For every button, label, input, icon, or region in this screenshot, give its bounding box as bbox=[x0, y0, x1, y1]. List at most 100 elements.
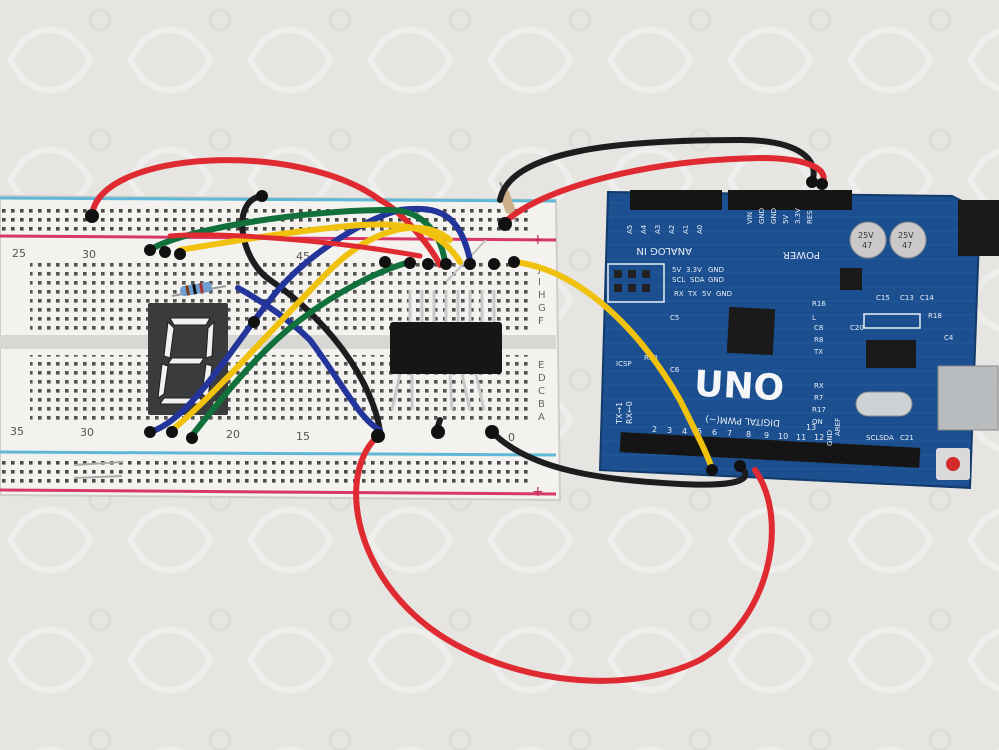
pin-label-d2: 2 bbox=[652, 425, 657, 434]
dc-power-jack bbox=[958, 200, 999, 256]
pin-label-a4: A4 bbox=[640, 224, 648, 234]
wire-blue-short bbox=[235, 285, 383, 433]
icsp2-header-outline bbox=[863, 313, 921, 329]
row-letter-a: A bbox=[538, 412, 545, 423]
pin-label-a0: A0 bbox=[696, 225, 704, 234]
power-section-label: POWER bbox=[783, 249, 820, 260]
bottom-power-rail-holes bbox=[0, 458, 530, 486]
breadboard: 25 30 45 35 30 20 15 0 J I H G F E D C B… bbox=[0, 194, 562, 502]
wire-red-top-right bbox=[502, 154, 827, 225]
pin-label-3v3: 3.3V bbox=[794, 208, 802, 224]
cap-text-2: 25V bbox=[898, 231, 914, 240]
cap-text-0: 25V bbox=[858, 231, 874, 240]
label-c6: C6 bbox=[670, 366, 680, 374]
pin-label-a1: A1 bbox=[682, 225, 690, 234]
segment-b bbox=[205, 320, 215, 359]
top-plus-sign: + bbox=[532, 232, 544, 248]
label-gnd-digital: GND bbox=[826, 430, 834, 446]
label-aref: AREF bbox=[834, 418, 842, 436]
bb-row-letters-lower: E D C B A bbox=[538, 360, 546, 423]
pin-label-d4: 4 bbox=[682, 427, 687, 436]
wire-black-center bbox=[239, 193, 383, 439]
pin-label-d10: 10 bbox=[778, 432, 788, 441]
icsp-label-gnd-1: GND bbox=[708, 276, 724, 284]
label-r8: R8 bbox=[814, 336, 823, 344]
row-letter-h: H bbox=[538, 290, 546, 301]
usb-interface-chip bbox=[866, 340, 916, 368]
cap-text-3: 47 bbox=[902, 241, 912, 250]
analog-pin-labels: A5 A4 A3 A2 A1 A0 bbox=[626, 224, 704, 234]
board-component-labels: RX TX 5V GND ICSP C5 R13 C6 R16 C8 R8 TX… bbox=[616, 290, 954, 446]
label-c15: C15 bbox=[876, 294, 890, 302]
resistor-left bbox=[171, 281, 227, 297]
bottom-rail-red-line bbox=[0, 488, 557, 496]
row-letter-e: E bbox=[538, 360, 544, 371]
uno-logo-text: UNO bbox=[693, 364, 785, 410]
wire-end-connectors bbox=[85, 176, 828, 476]
bottom-left-jumper-wires bbox=[73, 461, 123, 479]
crystal-oscillator bbox=[855, 391, 913, 417]
icsp-label-sda: SDA bbox=[690, 276, 705, 284]
wire-black-top bbox=[497, 136, 817, 203]
bottom-plus-sign: + bbox=[532, 484, 544, 500]
capacitor-right bbox=[889, 221, 927, 259]
regulator-chip bbox=[840, 268, 862, 290]
pin-label-d9: 9 bbox=[764, 431, 769, 440]
label-c21: C21 bbox=[900, 434, 914, 442]
label-c4: C4 bbox=[944, 334, 954, 342]
pin-label-a2: A2 bbox=[668, 225, 676, 234]
label-c14: C14 bbox=[920, 294, 934, 302]
pin-label-gnd-1: GND bbox=[770, 208, 778, 224]
bb-num-top-0: 25 bbox=[12, 247, 26, 260]
wire-red-bottom-loop bbox=[353, 433, 775, 684]
pin-label-d3: 3 bbox=[667, 426, 672, 435]
atmega-microcontroller bbox=[726, 306, 776, 356]
icsp-label-5v: 5V bbox=[672, 266, 681, 274]
label-r16: R16 bbox=[812, 300, 826, 308]
wire-blue-long bbox=[147, 205, 473, 435]
pin-label-5v: 5V bbox=[782, 215, 790, 224]
seven-segment-display bbox=[148, 303, 228, 415]
wire-red-short bbox=[167, 232, 423, 259]
label-gnd: GND bbox=[716, 290, 732, 298]
pin-label-d13: 13 bbox=[806, 423, 816, 432]
pin-label-d7: 7 bbox=[727, 429, 732, 438]
label-r17: R17 bbox=[812, 406, 826, 414]
label-r7: R7 bbox=[814, 394, 823, 402]
label-icsp: ICSP bbox=[616, 360, 632, 368]
label-5v: 5V bbox=[702, 290, 711, 298]
row-letter-d: D bbox=[538, 373, 546, 384]
row-letter-f: F bbox=[538, 316, 544, 327]
power-header bbox=[728, 190, 852, 210]
bb-num-bottom-1: 30 bbox=[80, 426, 94, 439]
bb-num-bottom-2: 20 bbox=[226, 428, 240, 441]
bottom-rail-blue-line bbox=[0, 450, 557, 457]
usb-connector bbox=[937, 365, 999, 431]
digital-header bbox=[619, 432, 921, 468]
icsp-label-3v3: 3.3V bbox=[686, 266, 702, 274]
pin-label-d1: TX→1 bbox=[615, 402, 624, 425]
bb-num-top-1: 30 bbox=[82, 248, 96, 261]
pin-label-a5: A5 bbox=[626, 225, 634, 234]
pin-label-d11: 11 bbox=[796, 433, 806, 442]
pin-label-d12: 12 bbox=[814, 433, 824, 442]
segment-f bbox=[163, 320, 175, 359]
label-on: ON bbox=[812, 418, 823, 426]
icsp-labels: SCL SDA 5V 3.3V GND GND bbox=[672, 266, 724, 284]
wire-green-diagonal bbox=[187, 259, 413, 441]
digital-pin-labels: TX→1 RX←0 2 3 4 5 6 7 8 9 10 11 12 13 bbox=[615, 401, 824, 442]
reset-button-cap bbox=[946, 457, 960, 471]
pin-label-a3: A3 bbox=[654, 225, 662, 234]
digital-section-label: DIGITAL PWM(~) bbox=[705, 413, 780, 427]
power-header-pin-labels: RES 3.3V 5V GND GND VIN bbox=[746, 208, 814, 224]
wire-yellow-top bbox=[177, 221, 463, 265]
row-letter-c: C bbox=[538, 386, 545, 397]
row-letter-i: I bbox=[538, 277, 541, 288]
row-letter-b: B bbox=[538, 399, 545, 410]
pin-label-d5: 5 bbox=[697, 427, 702, 436]
icsp-label-gnd-2: GND bbox=[708, 266, 724, 274]
label-l: L bbox=[812, 314, 816, 322]
wire-black-to-arduino bbox=[489, 429, 749, 488]
label-tx: TX bbox=[687, 290, 697, 298]
